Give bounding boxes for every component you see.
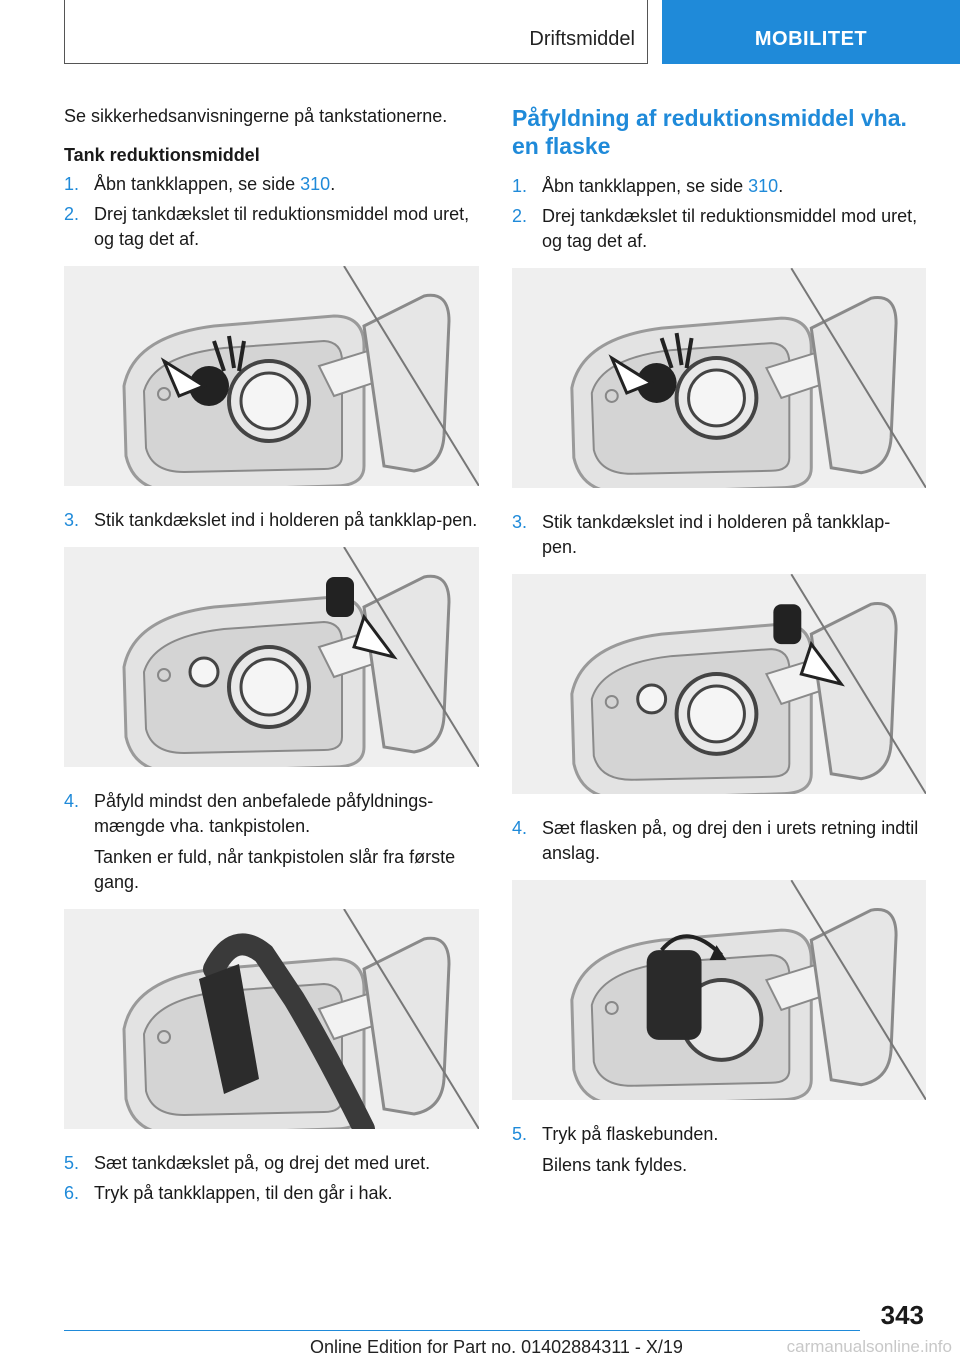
step-text: Tryk på flaskebunden. (542, 1124, 719, 1144)
page-link[interactable]: 310 (300, 174, 331, 194)
step-text: Stik tankdækslet ind i holderen på tankk… (542, 512, 891, 557)
safety-intro: Se sikkerhedsanvisningerne på tankstatio… (64, 106, 448, 126)
right-step-5: 5. Tryk på flaskebunden. (512, 1122, 924, 1147)
left-step-2: 2. Drej tankdækslet til reduktionsmiddel… (64, 202, 479, 252)
right-step-1: 1. Åbn tankklappen, se side 310. (512, 174, 924, 199)
step-text-part: Åbn tankklappen, se side (542, 176, 749, 196)
step-text-part: . (330, 174, 336, 194)
fuel-flap-illustration-icon (570, 880, 926, 1100)
footer-divider (64, 1330, 860, 1331)
step-number: 5. (64, 1153, 80, 1173)
step-text: Stik tankdækslet ind i holderen på tankk… (94, 510, 478, 530)
figure-nozzle (64, 909, 479, 1129)
figure-stow-cap (64, 547, 479, 767)
step-note: Tanken er fuld, når tankpistolen slår fr… (94, 847, 456, 892)
footer-edition: Online Edition for Part no. 01402884311 … (310, 1337, 683, 1357)
page-link[interactable]: 310 (748, 176, 779, 196)
left-step-4: 4. Påfyld mindst den anbefalede påfyldni… (64, 789, 479, 839)
step-number: 4. (64, 791, 80, 811)
left-column: Se sikkerhedsanvisningerne på tankstatio… (64, 100, 479, 1211)
step-number: 2. (64, 204, 80, 224)
figure-bottle-attached (512, 880, 926, 1100)
header-chapter-tab[interactable]: MOBILITET (662, 0, 960, 64)
fuel-flap-illustration-icon (570, 268, 926, 488)
figure-stow-cap-bottle (512, 574, 926, 794)
fuel-flap-illustration-icon (122, 266, 479, 486)
step-text: Sæt flasken på, og drej den i urets retn… (542, 818, 919, 863)
step-number: 1. (64, 174, 80, 194)
step-text-part: . (778, 176, 784, 196)
step-text-part: Åbn tankklappen, se side (94, 174, 301, 194)
right-step-3: 3. Stik tankdækslet ind i holderen på ta… (512, 510, 924, 560)
right-column: Påfyldning af reduktionsmiddel vha. en f… (512, 100, 926, 1186)
step-text: Drej tankdækslet til reduktionsmiddel mo… (542, 206, 918, 251)
step-number: 2. (512, 206, 528, 226)
step-note: Bilens tank fyldes. (542, 1155, 688, 1175)
step-text: Tryk på tankklappen, til den går i hak. (94, 1183, 393, 1203)
step-number: 5. (512, 1124, 528, 1144)
step-number: 3. (64, 510, 80, 530)
section-title: Påfyldning af reduktionsmiddel vha. en f… (512, 105, 907, 159)
figure-remove-cap (64, 266, 479, 486)
step-text: Sæt tankdækslet på, og drej det med uret… (94, 1153, 431, 1173)
step-number: 3. (512, 512, 528, 532)
right-step-2: 2. Drej tankdækslet til reduktionsmiddel… (512, 204, 924, 254)
right-step-4: 4. Sæt flasken på, og drej den i urets r… (512, 816, 924, 866)
left-step-3: 3. Stik tankdækslet ind i holderen på ta… (64, 508, 479, 533)
left-step-5: 5. Sæt tankdækslet på, og drej det med u… (64, 1151, 479, 1176)
header-section-title: Driftsmiddel (529, 28, 635, 50)
left-step-6: 6. Tryk på tankklappen, til den går i ha… (64, 1181, 479, 1206)
watermark: carmanualsonline.info (786, 1337, 952, 1356)
step-number: 4. (512, 818, 528, 838)
left-step-1: 1. Åbn tankklappen, se side 310. (64, 172, 479, 197)
step-text: Åbn tankklappen, se side 310. (542, 174, 924, 199)
fuel-flap-illustration-icon (122, 547, 479, 767)
step-text: Påfyld mindst den anbefalede påfyldnings… (94, 791, 434, 836)
figure-remove-cap-bottle (512, 268, 926, 488)
step-number: 6. (64, 1183, 80, 1203)
fuel-flap-illustration-icon (122, 909, 479, 1129)
subheading-tank-reductant: Tank reduktionsmiddel (64, 145, 260, 165)
step-text: Drej tankdækslet til reduktionsmiddel mo… (94, 204, 470, 249)
header-section-box: Driftsmiddel (64, 0, 648, 64)
step-number: 1. (512, 176, 528, 196)
step-text: Åbn tankklappen, se side 310. (94, 172, 479, 197)
fuel-flap-illustration-icon (570, 574, 926, 794)
page-number: 343 (880, 1300, 924, 1330)
